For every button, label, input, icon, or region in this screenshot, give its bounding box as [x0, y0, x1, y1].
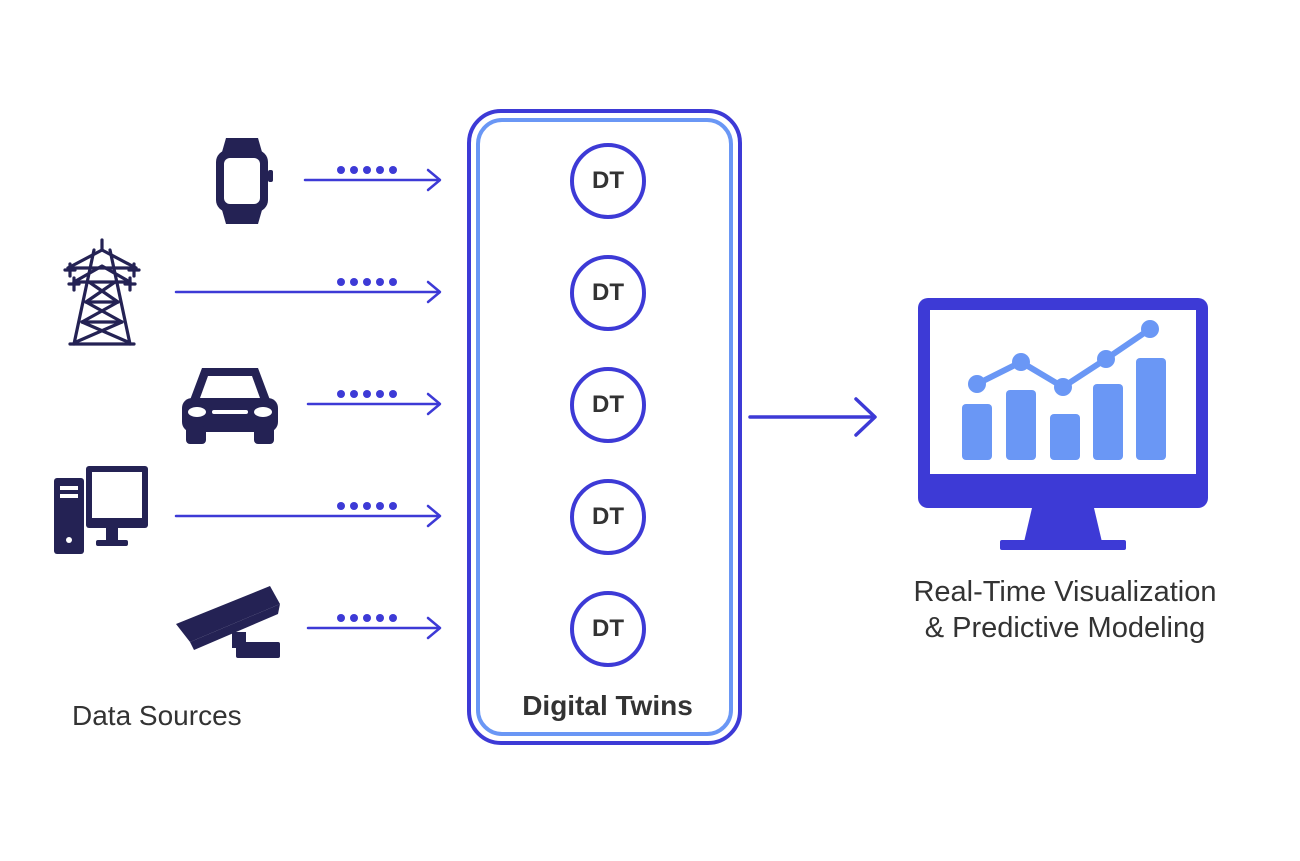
data-dots	[337, 166, 397, 622]
security-camera-icon	[176, 586, 280, 658]
smartwatch-icon	[216, 138, 273, 224]
dt-node: DT	[570, 255, 646, 331]
arrow-car-to-dt	[306, 392, 442, 416]
car-icon	[182, 368, 278, 444]
dt-node: DT	[570, 591, 646, 667]
output-caption: Real-Time Visualization & Predictive Mod…	[880, 574, 1250, 646]
digital-twins-inner-border	[476, 118, 733, 736]
digital-twins-title: Digital Twins	[522, 690, 693, 721]
output-caption-line1: Real-Time Visualization	[913, 576, 1217, 608]
arrow-tower-to-dt	[174, 280, 442, 304]
dt-node: DT	[570, 143, 646, 219]
arrow-watch-to-dt	[303, 168, 442, 192]
desktop-computer-icon	[54, 466, 148, 554]
dt-node: DT	[570, 367, 646, 443]
monitor-chart-icon	[918, 298, 1208, 550]
arrow-dt-to-output	[748, 397, 877, 437]
arrow-computer-to-dt	[174, 504, 442, 528]
arrow-camera-to-dt	[306, 616, 442, 640]
power-tower-icon	[63, 238, 141, 346]
output-caption-line2: & Predictive Modeling	[924, 612, 1206, 644]
dt-node: DT	[570, 479, 646, 555]
data-sources-caption: Data Sources	[72, 700, 242, 731]
